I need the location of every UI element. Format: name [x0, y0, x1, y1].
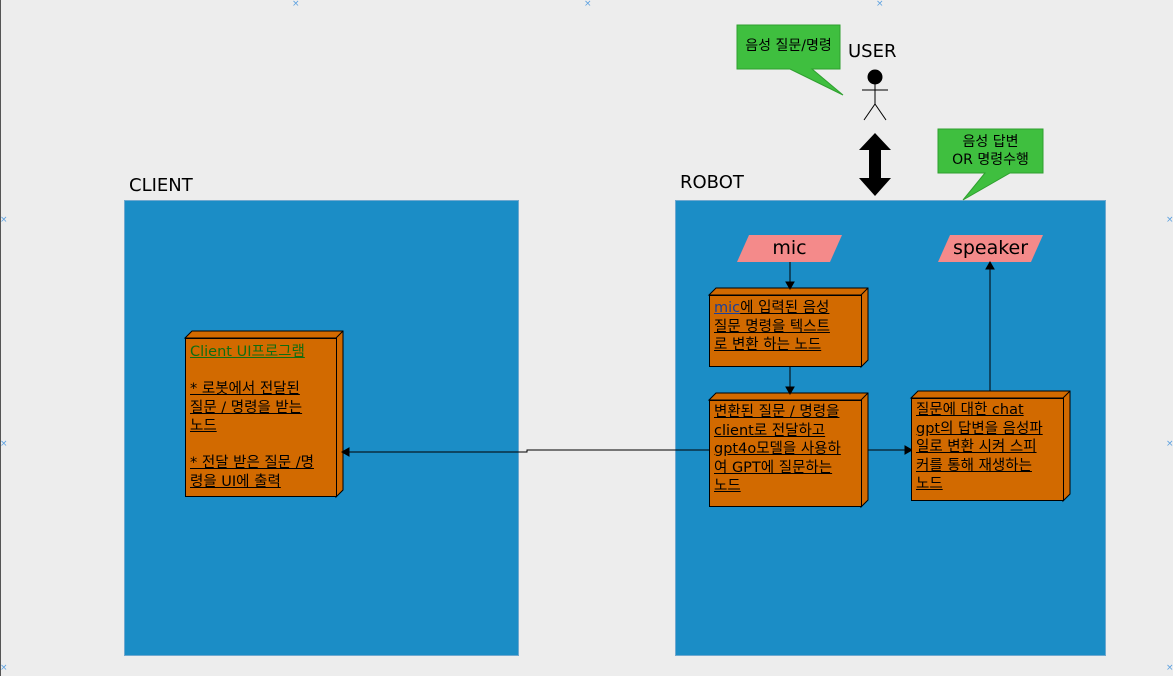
guide-marker-left-2: × — [0, 439, 8, 449]
user-actor-icon[interactable] — [862, 69, 888, 121]
client-ui-node[interactable]: Client UI프로그램 * 로봇에서 전달된 질문 / 명령을 받는 노드 … — [185, 338, 337, 497]
bidirectional-arrow-icon[interactable] — [859, 133, 891, 196]
guide-marker-right-1: × — [1166, 215, 1173, 225]
tts-node-line3: 일로 변환 시켜 스피 — [916, 439, 1037, 455]
client-ui-bullet1-line3: 노드 — [190, 418, 217, 434]
callout-robot-reply-line2: OR 명령수행 — [952, 152, 1029, 168]
guide-marker-bottom-2: × — [1166, 663, 1173, 673]
client-ui-bullet2-line1: * 전달 받은 질문 /명 — [190, 455, 314, 471]
gpt-node-line3: gpt4o모델을 사용하 — [714, 441, 841, 457]
tts-node-line5: 노드 — [916, 476, 943, 492]
tts-node-line1: 질문에 대한 chat — [916, 402, 1024, 418]
callout-robot-reply-shape[interactable] — [937, 128, 1044, 201]
gpt-node-line2: client로 전달하고 — [714, 422, 826, 439]
tts-node-line4: 커를 통해 재생하는 — [916, 457, 1032, 474]
tts-node-line2: gpt의 답변을 음성파 — [916, 420, 1043, 437]
mic-io-shape[interactable] — [737, 235, 842, 262]
speaker-label: speaker — [952, 237, 1029, 259]
gpt-node-line4: 여 GPT에 질문하는 — [714, 459, 833, 476]
client-ui-bullet2-line2: 령을 UI에 출력 — [190, 473, 281, 490]
stt-node-line1: mic에 입력된 음성 — [714, 299, 857, 318]
gpt-node-line5: 노드 — [714, 478, 741, 494]
guide-marker-top-1: × — [292, 0, 300, 9]
callout-robot-reply-line1: 음성 답변 — [962, 134, 1019, 150]
callout-user-voice-shape[interactable] — [736, 24, 844, 96]
tts-node[interactable]: 질문에 대한 chat gpt의 답변을 음성파 일로 변환 시켜 스피 커를 … — [911, 398, 1064, 501]
callout-user-voice-text: 음성 질문/명령 — [745, 38, 832, 54]
user-label[interactable]: USER — [848, 41, 897, 62]
stt-node[interactable]: mic에 입력된 음성 질문 명령을 텍스트 로 변환 하는 노드 — [709, 295, 862, 367]
client-ui-bullet1-line1: * 로봇에서 전달된 — [190, 381, 300, 397]
guide-marker-left-1: × — [0, 215, 8, 225]
stt-node-line2: 질문 명령을 텍스트 — [714, 318, 830, 335]
speaker-io-shape[interactable] — [938, 235, 1043, 262]
mic-label: mic — [772, 237, 807, 259]
guide-marker-top-3: × — [876, 0, 884, 9]
client-ui-bullet1-line2: 질문 / 명령을 받는 — [190, 399, 303, 416]
gpt-node[interactable]: 변환된 질문 / 명령을 client로 전달하고 gpt4o모델을 사용하 여… — [709, 400, 862, 507]
stt-node-mic-link[interactable]: mic — [714, 300, 741, 316]
guide-marker-bottom-1: × — [0, 663, 8, 673]
gpt-node-line1: 변환된 질문 / 명령을 — [714, 404, 840, 420]
stt-node-line3: 로 변환 하는 노드 — [714, 337, 822, 353]
robot-label[interactable]: ROBOT — [680, 172, 744, 193]
guide-marker-top-2: × — [584, 0, 592, 9]
edge-gpt-to-client — [348, 449, 709, 453]
stt-node-line1-rest: 에 입력된 음성 — [740, 300, 830, 316]
canvas-left-border — [0, 0, 1, 676]
client-label[interactable]: CLIENT — [129, 175, 193, 196]
client-ui-node-title[interactable]: Client UI프로그램 — [190, 344, 305, 360]
guide-marker-right-2: × — [1166, 439, 1173, 449]
